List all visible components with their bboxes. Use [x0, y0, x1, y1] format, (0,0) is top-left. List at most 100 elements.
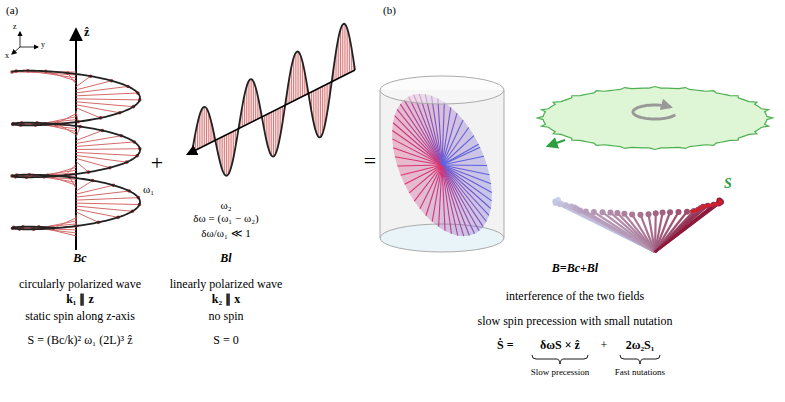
field-vector: [316, 89, 317, 134]
spin-vector: [603, 212, 655, 252]
field-vector: [251, 79, 252, 122]
field-vector: [201, 111, 202, 147]
field-vector: [76, 191, 129, 197]
label: Slow precession: [531, 367, 590, 377]
field-vector: [76, 76, 91, 87]
field-vector: [76, 209, 118, 217]
field-vector: [76, 212, 98, 222]
field-vector: [442, 120, 463, 165]
field-vector: [431, 96, 442, 165]
axis-triad: [12, 32, 38, 54]
field-vector: [342, 25, 343, 76]
label: linearly polarized wave: [170, 278, 283, 292]
nutation-path: [690, 200, 721, 211]
field-vector: [206, 108, 207, 144]
field-vector: [76, 105, 120, 113]
field-vector: [76, 81, 112, 90]
label: y: [41, 40, 45, 49]
cylinder-top: [380, 76, 504, 104]
field-vector: [442, 165, 469, 236]
field-vector: [300, 56, 301, 98]
field-vector: [409, 97, 442, 165]
field-vector: [70, 177, 76, 188]
precession-arrow: [548, 140, 565, 146]
field-vector: [269, 113, 270, 153]
spin-vector: [558, 200, 655, 252]
spin-vector: [556, 203, 655, 252]
spin-vector: [617, 213, 655, 252]
vector-tip: [653, 210, 659, 216]
field-vector: [432, 165, 442, 222]
spin-vector: [624, 214, 655, 252]
field-vector: [226, 135, 227, 176]
vector-tip: [629, 212, 635, 218]
vector-tip: [600, 209, 606, 215]
field-vector: [442, 144, 479, 165]
field-vector: [204, 107, 205, 146]
field-vector: [295, 54, 296, 100]
label: (a): [6, 4, 18, 17]
label: Ṡ =: [497, 339, 514, 353]
vector-tip: [684, 209, 690, 215]
spin-vector: [632, 215, 655, 252]
spin-vector: [594, 212, 655, 252]
field-vector: [318, 88, 319, 137]
label: δω = (ω₁ − ω₂): [193, 212, 258, 225]
field-vector: [246, 87, 247, 124]
vector-tip: [591, 209, 597, 215]
vector-tip: [646, 211, 652, 217]
field-vector: [293, 58, 294, 101]
label: +: [601, 339, 608, 353]
label: ω₂: [220, 199, 231, 212]
vector-tip: [607, 209, 613, 215]
field-vector: [442, 127, 469, 165]
field-vector: [76, 152, 137, 155]
field-vector: [344, 24, 345, 76]
label: δω/ω₁ ≪ 1: [201, 227, 251, 240]
field-vector: [76, 108, 100, 118]
field-vector: [442, 165, 458, 236]
field-vector: [224, 136, 225, 175]
vector-tip: [557, 201, 563, 207]
spin-vector: [580, 210, 655, 252]
precession-cone: [537, 87, 772, 253]
field-vector: [425, 94, 442, 165]
label: no spin: [208, 310, 243, 324]
vector-tip: [563, 202, 569, 208]
field-vector: [442, 165, 464, 236]
field-vector: [76, 142, 134, 147]
field-vector: [277, 109, 278, 149]
vector-tip: [614, 210, 620, 216]
field-vector: [76, 155, 127, 162]
field-vector: [340, 29, 341, 77]
field-vector: [442, 165, 475, 234]
field-vector: [253, 82, 254, 121]
label: (b): [383, 4, 396, 17]
field-vector: [76, 86, 128, 92]
field-vector: [222, 137, 223, 172]
field-vector: [228, 134, 229, 175]
spin-vector: [655, 201, 719, 252]
field-vector: [76, 93, 138, 96]
field-vector: [442, 165, 451, 234]
field-vector: [202, 108, 203, 147]
field-vector: [442, 165, 489, 215]
field-vector: [273, 111, 274, 157]
linear-wave: [188, 24, 355, 176]
underbrace: [620, 355, 660, 364]
label: S = (Bc/k)² ω₁ (2L)³ ẑ: [27, 334, 132, 348]
label: ω₁: [143, 183, 154, 196]
field-vector: [76, 185, 113, 194]
field-vector: [320, 87, 321, 137]
label: interference of the two fields: [506, 290, 645, 304]
label: k₂ ∥ x: [212, 293, 240, 307]
field-vector: [208, 112, 209, 144]
underbrace: [532, 355, 588, 364]
label: slow spin precession with small nutation: [478, 315, 673, 329]
field-vector: [76, 198, 138, 200]
wave-curve: [192, 24, 355, 176]
field-vector: [442, 136, 474, 165]
spin-vector: [566, 205, 655, 252]
field-vector: [248, 82, 249, 123]
cylinder: [380, 90, 504, 252]
